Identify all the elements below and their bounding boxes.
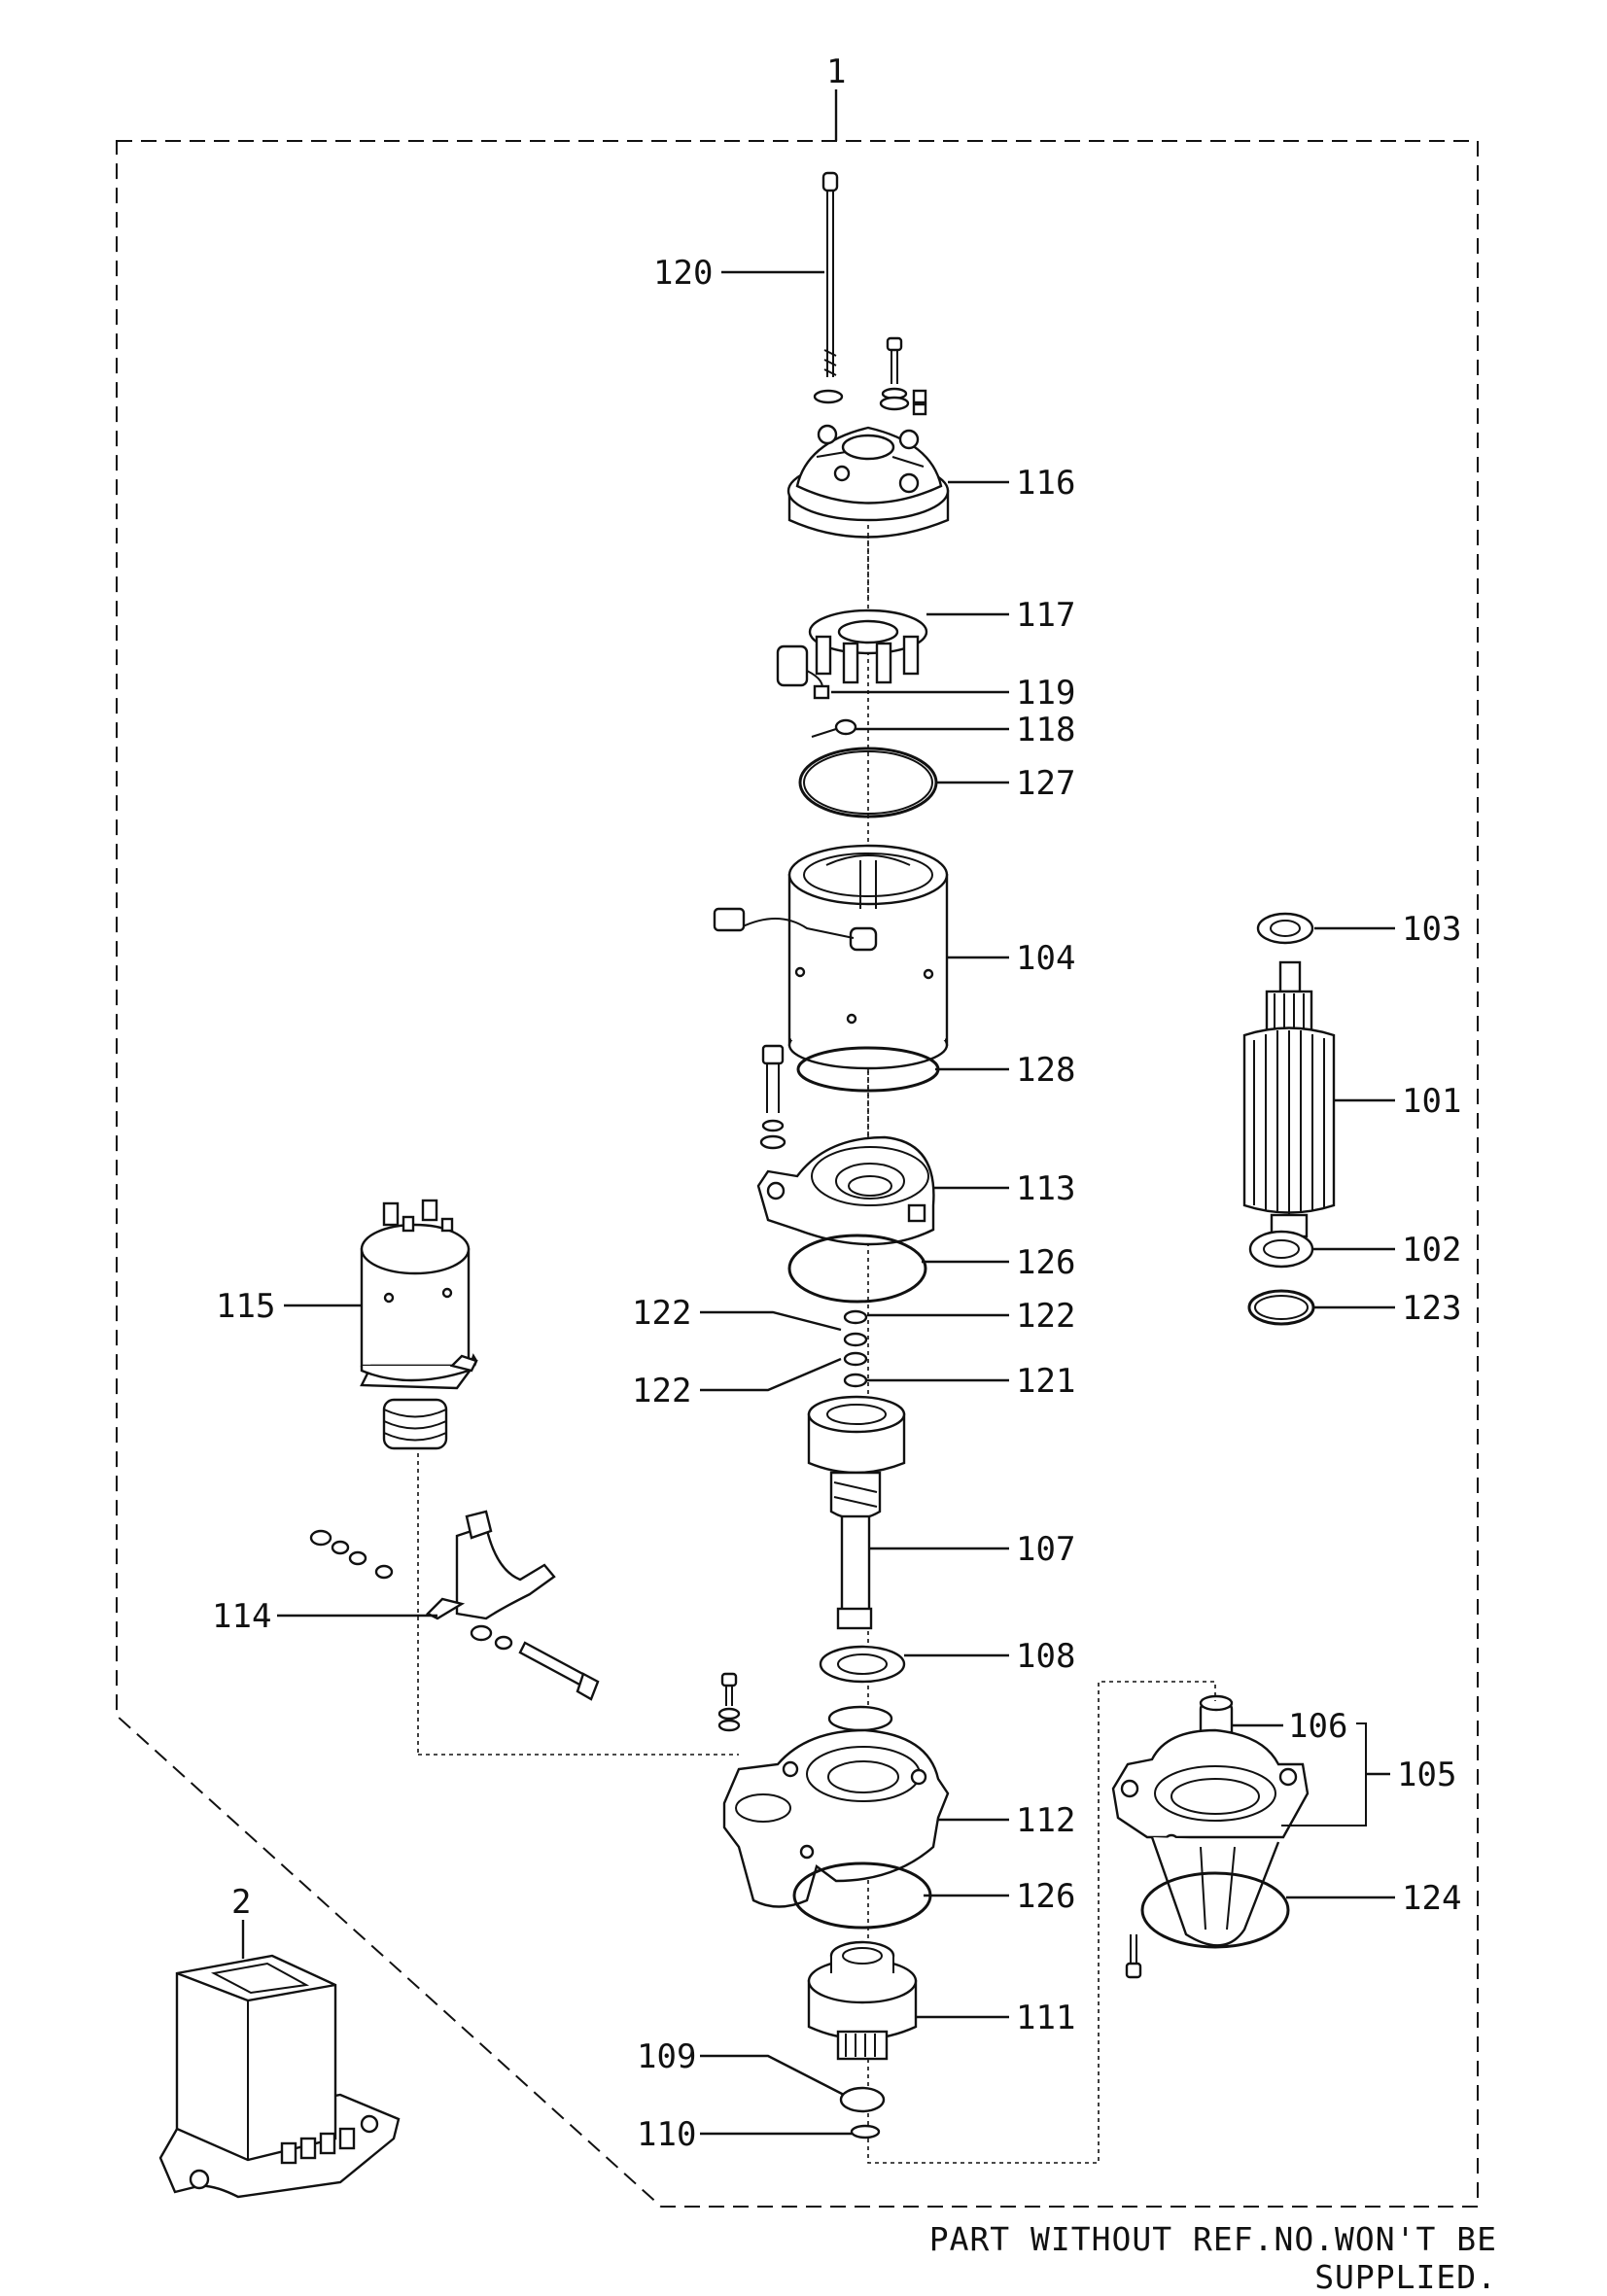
label-118: 118 (1016, 711, 1075, 749)
label-121: 121 (1016, 1362, 1075, 1401)
label-102: 102 (1402, 1231, 1461, 1270)
label-106: 106 (1288, 1707, 1347, 1746)
label-assembly-1: 1 (826, 52, 846, 91)
drive-housing-screw (717, 1672, 741, 1732)
pinion-case (1111, 1694, 1310, 1947)
label-128: 128 (1016, 1051, 1075, 1090)
front-bearing (819, 1645, 906, 1684)
label-104: 104 (1016, 939, 1075, 978)
footer-note: PART WITHOUT REF.NO.WON'T BE SUPPLIED. (928, 2220, 1497, 2296)
rear-bearing (1256, 912, 1314, 945)
label-127: 127 (1016, 764, 1075, 803)
label-105: 105 (1397, 1756, 1456, 1794)
snap-ring (850, 2124, 881, 2139)
label-122-upper: 122 (632, 1294, 691, 1333)
label-120: 120 (653, 254, 713, 293)
label-125: 124 (1402, 1879, 1461, 1918)
label-103: 103 (1402, 910, 1461, 949)
label-112: 112 (1016, 1801, 1075, 1840)
magnetic-switch (360, 1199, 478, 1450)
pinion-case-bolt (1125, 1934, 1142, 1979)
brush-holder (808, 609, 928, 684)
label-126-upper: 126 (1016, 1243, 1075, 1282)
label-117: 117 (1016, 596, 1075, 635)
stop-collar (839, 2086, 886, 2113)
label-110: 110 (637, 2115, 696, 2154)
label-regulator-2: 2 (231, 1883, 251, 1922)
bearing-ring (1247, 1289, 1315, 1326)
callout-labels: 120 116 117 119 118 127 103 104 128 101 … (212, 254, 1461, 2154)
label-116: 116 (1016, 464, 1075, 503)
overrunning-clutch (807, 1940, 918, 2061)
drive-housing (722, 1705, 950, 1908)
through-bolt (821, 171, 839, 377)
label-124: 123 (1402, 1289, 1461, 1328)
leader-lines (277, 270, 1395, 2136)
voltage-regulator (158, 1954, 401, 2199)
center-bracket (756, 1135, 935, 1246)
rear-cover (786, 424, 950, 539)
label-126-lower: 126 (1016, 1877, 1075, 1916)
label-113: 113 (1016, 1169, 1075, 1208)
shift-lever (309, 1510, 600, 1701)
o-ring-upper (798, 747, 938, 818)
thrust-washers (843, 1309, 868, 1388)
label-119: 119 (1016, 674, 1075, 713)
o-ring-pinion-case (1140, 1871, 1290, 1949)
label-109: 109 (637, 2037, 696, 2076)
brush-lead (776, 644, 830, 700)
assembly-boundary (116, 89, 1479, 2208)
label-107: 107 (1016, 1530, 1075, 1569)
pinion-case-link (867, 1681, 1216, 2164)
label-122-lower: 122 (632, 1372, 691, 1410)
label-111: 111 (1016, 1999, 1075, 2037)
label-114: 114 (212, 1597, 271, 1636)
armature (1242, 960, 1336, 1238)
center-bracket-bolt (759, 1044, 786, 1150)
pinion-shaft (807, 1395, 906, 1630)
label-101: 101 (1402, 1082, 1461, 1121)
brush-screw (811, 718, 857, 738)
label-115: 115 (216, 1287, 275, 1326)
label-108: 108 (1016, 1637, 1075, 1676)
label-123: 122 (1016, 1297, 1075, 1336)
rear-cover-fasteners (813, 336, 927, 416)
o-ring-bracket (787, 1234, 927, 1304)
armature-bearing (1248, 1230, 1314, 1269)
yoke-field-coil (713, 844, 949, 1070)
